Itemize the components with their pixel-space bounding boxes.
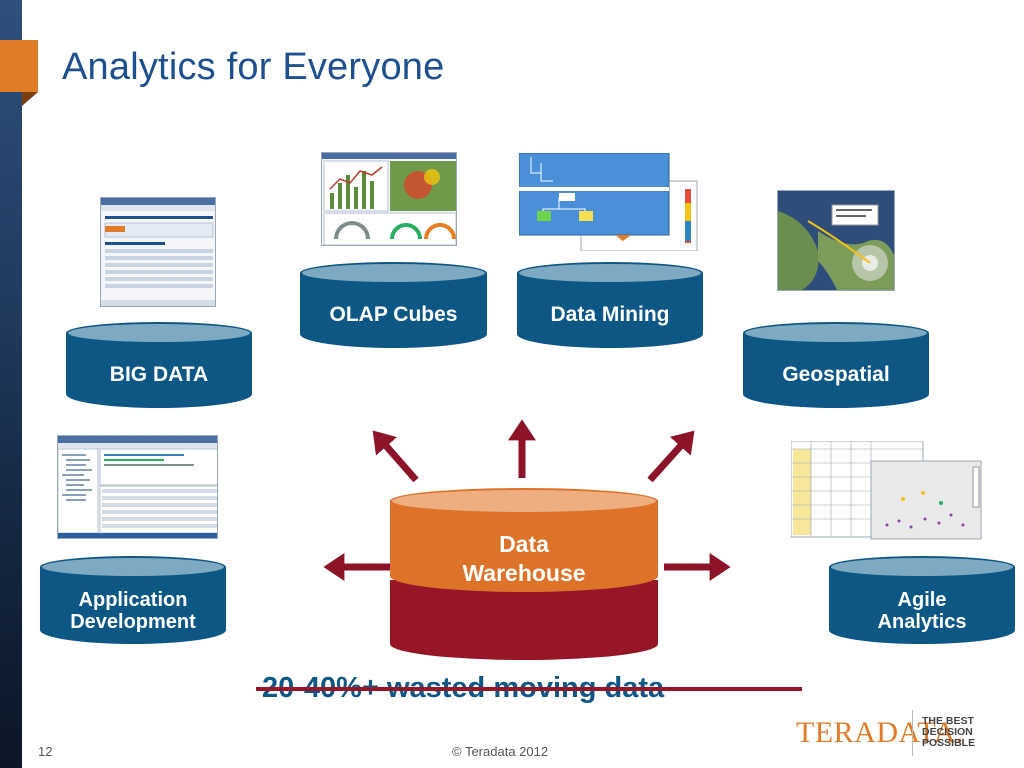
olap-cubes-cylinder-body [300, 273, 487, 348]
app-dev-thumbnail-graphic [58, 436, 217, 538]
app-dev-label: Application Development [40, 589, 226, 633]
agile-analytics-label-line2: Analytics [877, 611, 967, 633]
data-warehouse-label-line2: Warehouse [462, 560, 586, 586]
teradata-logo: TERADATA. [796, 716, 964, 749]
orange-tab [0, 40, 38, 92]
app-dev-label-line1: Application [78, 589, 188, 611]
geospatial-label: Geospatial [782, 363, 890, 386]
agile-analytics-cylinder: Agile Analytics [829, 556, 1015, 644]
left-stripe [0, 0, 22, 768]
data-warehouse-cylinder: Data Warehouse [390, 488, 658, 660]
agile-thumbnail-graphic [791, 441, 982, 540]
orange-tab-shadow [22, 92, 38, 106]
agile-analytics-label-line1: Agile [897, 589, 947, 611]
olap-cubes-cylinder-top [300, 262, 487, 284]
agile-analytics-cylinder-top [829, 556, 1015, 578]
big-data-cylinder-body [66, 333, 252, 408]
geospatial-cylinder-body [743, 333, 929, 408]
logo-tagline-line1: THE BEST [922, 715, 974, 727]
data-mining-thumbnail-graphic [519, 153, 698, 251]
page-number: 12 [38, 744, 53, 759]
data-mining-cylinder: Data Mining [517, 262, 703, 348]
copyright: © Teradata 2012 [452, 744, 549, 759]
geospatial-thumbnail [777, 190, 895, 291]
data-warehouse-label-line1: Data [499, 531, 549, 557]
olap-cubes-label: OLAP Cubes [329, 303, 458, 326]
data-mining-cylinder-body [517, 273, 703, 348]
logo-tagline-line2: DECISION [922, 726, 973, 738]
geospatial-cylinder-top [743, 322, 929, 344]
big-data-thumbnail-graphic [101, 198, 215, 306]
logo-tagline: THE BEST DECISION POSSIBLE [922, 716, 992, 749]
app-dev-thumbnail [57, 435, 218, 539]
olap-thumbnail [321, 152, 457, 246]
agile-analytics-label: Agile Analytics [829, 589, 1015, 633]
data-mining-cylinder-top [517, 262, 703, 284]
arrow-up-left [372, 430, 419, 483]
app-dev-cylinder-top [40, 556, 226, 578]
slide-title: Analytics for Everyone [62, 46, 445, 88]
geospatial-thumbnail-graphic [778, 191, 894, 290]
geospatial-cylinder: Geospatial [743, 322, 929, 408]
logo-divider [912, 710, 913, 756]
data-mining-thumbnail [519, 153, 699, 251]
agile-analytics-cylinder-body [829, 567, 1015, 644]
arrow-up-right [647, 430, 695, 483]
data-warehouse-body [390, 500, 658, 592]
data-warehouse-top [390, 488, 658, 514]
big-data-cylinder: BIG DATA [66, 322, 252, 408]
big-data-label: BIG DATA [109, 363, 209, 386]
olap-cubes-cylinder: OLAP Cubes [300, 262, 487, 348]
olap-thumbnail-graphic [322, 153, 456, 245]
strikethrough-line [256, 687, 802, 691]
app-dev-cylinder-body [40, 567, 226, 644]
big-data-cylinder-top [66, 322, 252, 344]
data-warehouse-base [390, 580, 658, 660]
big-data-thumbnail [100, 197, 216, 307]
app-dev-cylinder: Application Development [40, 556, 226, 644]
app-dev-label-line2: Development [70, 611, 196, 633]
data-warehouse-label: Data Warehouse [390, 530, 658, 588]
data-mining-label: Data Mining [550, 303, 670, 326]
agile-thumbnail [791, 441, 983, 541]
logo-tagline-line3: POSSIBLE [922, 737, 976, 749]
